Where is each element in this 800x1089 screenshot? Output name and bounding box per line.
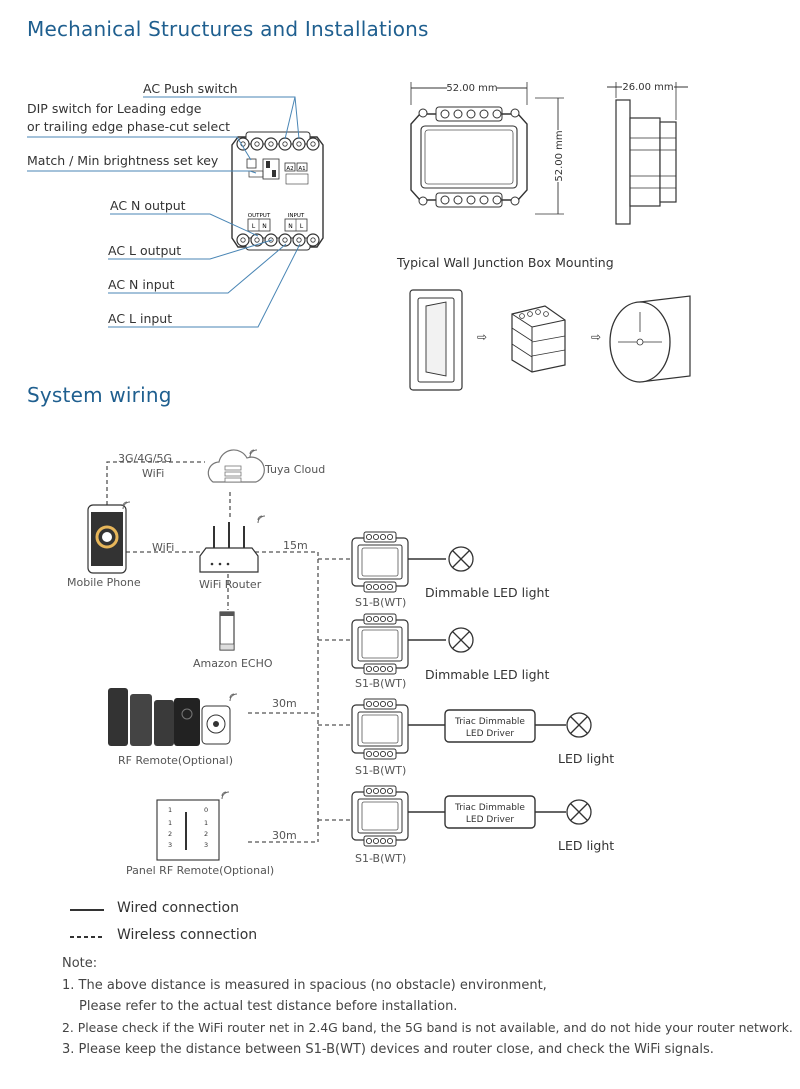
label-dist-30m-a: 30m (272, 697, 297, 710)
label-device-1: S1-B(WT) (355, 596, 407, 609)
label-device-3: S1-B(WT) (355, 764, 407, 777)
triac-driver-1: Triac Dimmable LED Driver (444, 709, 536, 743)
callout-match-key: Match / Min brightness set key (27, 153, 219, 168)
mechanical-heading: Mechanical Structures and Installations (27, 17, 429, 41)
svg-text:3: 3 (204, 841, 208, 849)
note-1a: 1. The above distance is measured in spa… (62, 978, 547, 993)
wired-links (408, 558, 566, 813)
note-2: 2. Please check if the WiFi router net i… (62, 1020, 793, 1035)
callout-dip-line1: DIP switch for Leading edge (27, 101, 202, 116)
svg-text:2: 2 (204, 830, 208, 838)
svg-text:LED Driver: LED Driver (466, 815, 514, 825)
bulb-icon-3 (566, 712, 592, 738)
device-s1bwt-4 (351, 785, 409, 847)
dim-width: 52.00 mm (446, 83, 497, 94)
label-output: OUTPUT (248, 213, 271, 219)
label-input: INPUT (288, 213, 305, 219)
label-wifi-router: WiFi Router (199, 578, 262, 591)
label-dist-30m-b: 30m (272, 829, 297, 842)
main-device-front: A2 A1 OUTPUT INPUT L N N L (231, 131, 324, 251)
note-title: Note: (62, 956, 98, 971)
svg-text:1: 1 (168, 819, 172, 827)
svg-text:1: 1 (168, 806, 172, 814)
amazon-echo-icon (219, 611, 235, 651)
svg-text:0: 0 (204, 806, 208, 814)
label-a2: A2 (286, 166, 293, 172)
callout-leaders (27, 96, 301, 328)
legend-wireless-label: Wireless connection (117, 927, 258, 943)
label-amazon-echo: Amazon ECHO (193, 657, 273, 670)
dimension-side-view: 26.00 mm (607, 79, 688, 225)
callout-ac-l-input: AC L input (108, 311, 173, 326)
cloud-icon (207, 449, 265, 483)
arrow-1-icon: ⇨ (477, 330, 487, 344)
label-led-2: LED light (558, 838, 615, 853)
label-tuya-cloud: Tuya Cloud (265, 463, 326, 476)
label-led-1: LED light (558, 751, 615, 766)
label-dist-15m: 15m (283, 539, 308, 552)
device-s1bwt-1 (351, 531, 409, 593)
note-1b: Please refer to the actual test distance… (79, 999, 458, 1014)
label-mobile-phone: Mobile Phone (67, 576, 141, 589)
wifi-router-icon (199, 515, 266, 573)
mobile-phone-icon (87, 501, 131, 574)
mounting-title: Typical Wall Junction Box Mounting (397, 255, 614, 270)
callout-dip-line2: or trailing edge phase-cut select (27, 119, 230, 134)
dimension-front-view: 52.00 mm 52.00 mm (410, 80, 565, 215)
arrow-2-icon: ⇨ (591, 330, 601, 344)
device-s1bwt-3 (351, 698, 409, 760)
svg-text:Triac Dimmable: Triac Dimmable (454, 803, 525, 813)
panel-remote-icon (156, 791, 230, 861)
label-device-2: S1-B(WT) (355, 677, 407, 690)
label-in-l: L (300, 223, 304, 230)
label-wifi-mid: WiFi (152, 541, 175, 554)
svg-text:LED Driver: LED Driver (466, 729, 514, 739)
label-network: 3G/4G/5G (118, 452, 172, 465)
label-dimmable-2: Dimmable LED light (425, 667, 550, 682)
label-dimmable-1: Dimmable LED light (425, 585, 550, 600)
device-s1bwt-2 (351, 613, 409, 675)
wireless-links (106, 461, 350, 843)
svg-text:1: 1 (204, 819, 208, 827)
system-wiring-heading: System wiring (27, 383, 172, 407)
legend-wired-label: Wired connection (117, 900, 239, 916)
label-out-l: L (252, 223, 256, 230)
callout-ac-push-switch: AC Push switch (143, 81, 238, 96)
triac-driver-2: Triac Dimmable LED Driver (444, 795, 536, 829)
small-device-illustration (511, 305, 566, 373)
bulb-icon-4 (566, 799, 592, 825)
label-rf-remote: RF Remote(Optional) (118, 754, 234, 767)
bulb-icon-2 (448, 627, 474, 653)
callout-ac-n-input: AC N input (108, 277, 175, 292)
panel-numbers: 1 0 1 1 2 2 3 3 (168, 806, 208, 849)
rf-remote-icon (108, 688, 238, 746)
junction-box-illustration (609, 295, 691, 383)
callout-ac-l-output: AC L output (108, 243, 182, 258)
label-out-n: N (262, 223, 267, 230)
note-3: 3. Please keep the distance between S1-B… (62, 1042, 714, 1057)
label-a1: A1 (298, 166, 305, 172)
label-panel-remote: Panel RF Remote(Optional) (126, 864, 275, 877)
label-wifi-top: WiFi (142, 467, 165, 480)
svg-text:Triac Dimmable: Triac Dimmable (454, 717, 525, 727)
svg-text:2: 2 (168, 830, 172, 838)
callout-ac-n-output: AC N output (110, 198, 186, 213)
svg-text:3: 3 (168, 841, 172, 849)
label-device-4: S1-B(WT) (355, 852, 407, 865)
label-in-n: N (288, 223, 293, 230)
wall-switch-illustration (409, 289, 463, 391)
bulb-icon-1 (448, 546, 474, 572)
dim-depth: 26.00 mm (622, 82, 673, 93)
dim-height: 52.00 mm (554, 130, 565, 181)
